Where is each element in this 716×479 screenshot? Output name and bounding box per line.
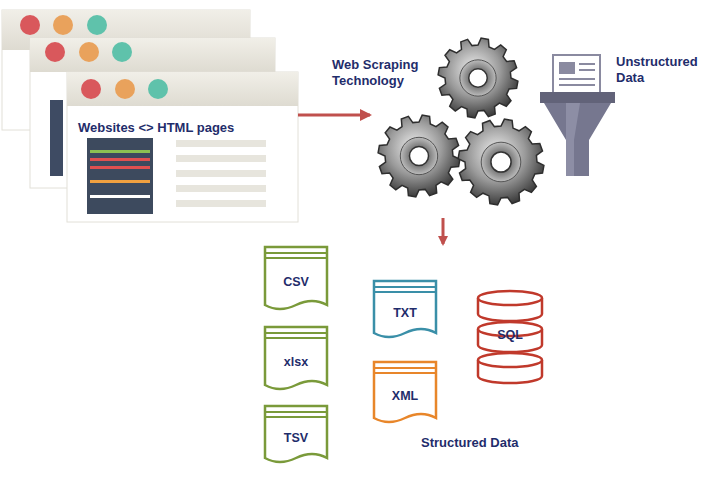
flow-arrow — [442, 218, 445, 244]
file-icon: xlsx — [263, 325, 329, 393]
file-icon: CSV — [263, 245, 329, 313]
file-label: TSV — [263, 431, 329, 447]
file-icon: XML — [372, 360, 438, 426]
file-label: CSV — [263, 275, 329, 291]
database-icon: SQL — [475, 288, 545, 383]
scraping-gears: Web Scraping Technology — [370, 40, 535, 215]
browser-window — [67, 72, 298, 222]
funnel-icon — [540, 55, 615, 176]
website-window: Websites <> HTML pages — [67, 72, 298, 222]
node-label: Web Scraping Technology — [332, 57, 432, 90]
file-label: XML — [372, 389, 438, 405]
group-label: Structured Data — [421, 435, 519, 450]
flow-arrow — [298, 114, 370, 117]
file-icon: TXT — [372, 279, 438, 341]
file-label: SQL — [475, 328, 545, 344]
node-label: Unstructured Data — [616, 54, 711, 87]
file-icon: TSV — [263, 404, 329, 466]
node-label: Websites <> HTML pages — [78, 120, 234, 136]
unstructured-funnel: Unstructured Data — [540, 52, 616, 177]
file-label: xlsx — [263, 355, 329, 371]
file-label: TXT — [372, 306, 438, 322]
